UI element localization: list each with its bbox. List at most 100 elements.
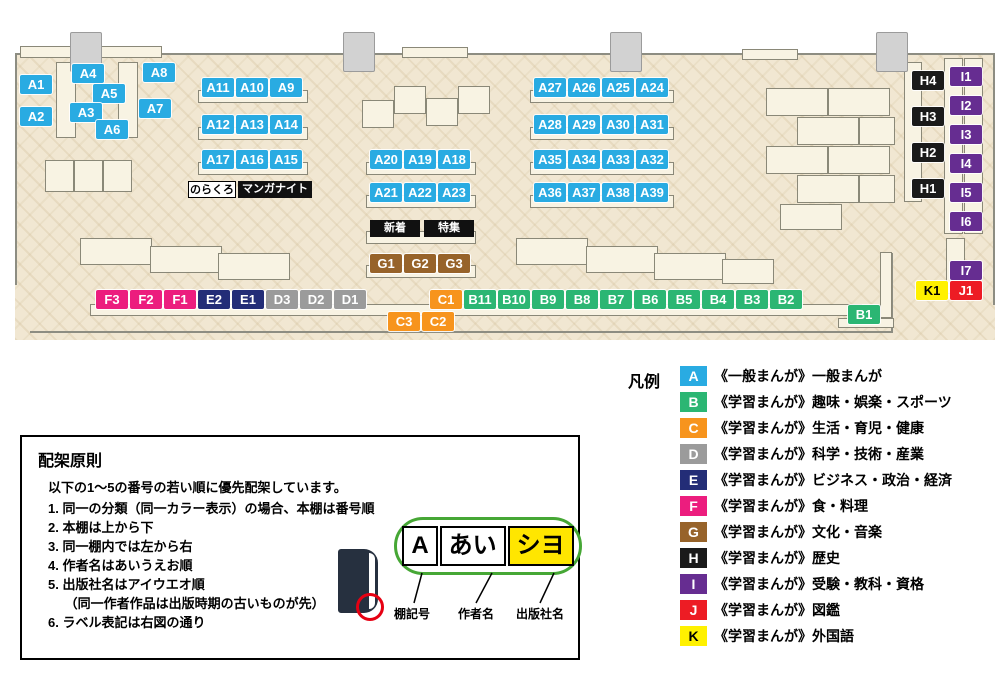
legend-label: 《一般まんが》一般まんが: [714, 368, 882, 384]
legend-item-k: K 《学習まんが》外国語: [680, 626, 997, 646]
wall-segment: [15, 53, 17, 285]
shelf-label-d2: D2: [300, 290, 332, 309]
map-text-label: 新着: [370, 220, 420, 237]
shelf-label-a17: A17: [202, 150, 234, 169]
shelf-label-b6: B6: [634, 290, 666, 309]
legend-item-d: D 《学習まんが》科学・技術・産業: [680, 444, 997, 464]
shelf-label-b3: B3: [736, 290, 768, 309]
label-position-marker-icon: [356, 593, 384, 621]
shelf-label-g2: G2: [404, 254, 436, 273]
shelf-label-a37: A37: [568, 183, 600, 202]
author-name-box: あい: [439, 526, 506, 566]
principle-item-2: 2. 本棚は上から下: [48, 520, 154, 535]
shelf-label-a33: A33: [602, 150, 634, 169]
legend-item-g: G《学習まんが》文化・音楽: [680, 522, 997, 542]
shelf-label-g3: G3: [438, 254, 470, 273]
shelf-label-b11: B11: [464, 290, 496, 309]
shelf-label-i4: I4: [950, 154, 982, 173]
shelf-label-i1: I1: [950, 67, 982, 86]
principle-item-3: 3. 同一棚内では左から右: [48, 539, 193, 554]
shelf-label-a34: A34: [568, 150, 600, 169]
bookshelf: [828, 146, 890, 174]
legend-swatch-k: K: [680, 626, 707, 646]
pillar: [876, 32, 908, 72]
legend-title: 凡例: [628, 374, 661, 391]
bookshelf: [426, 98, 458, 126]
legend-item-b: B 《学習まんが》趣味・娯楽・スポーツ: [680, 392, 997, 412]
shelf-label-i2: I2: [950, 96, 982, 115]
legend-swatch-b: B: [680, 392, 707, 412]
bookshelf: [80, 238, 152, 265]
bookshelf: [402, 47, 468, 58]
shelf-label-a12: A12: [202, 115, 234, 134]
shelf-label-b5: B5: [668, 290, 700, 309]
bookshelf: [103, 160, 132, 192]
bookshelf: [722, 259, 774, 284]
legend-swatch-d: D: [680, 444, 707, 464]
shelf-label-k1: K1: [916, 281, 948, 300]
shelf-label-a6: A6: [96, 120, 128, 139]
legend-swatch-a: A: [680, 366, 707, 386]
shelf-label-a32: A32: [636, 150, 668, 169]
pillar: [343, 32, 375, 72]
shelf-label-a16: A16: [236, 150, 268, 169]
shelf-label-f1: F1: [164, 290, 196, 309]
legend-label: 《学習まんが》科学・技術・産業: [714, 446, 924, 462]
shelf-label-e1: E1: [232, 290, 264, 309]
label-format-diagram: A あい シヨ 棚記号 作者名 出版社名: [22, 437, 582, 658]
publisher-name-box: シヨ: [507, 526, 574, 566]
legend-label: 《学習まんが》食・料理: [714, 498, 868, 514]
principle-item-7: 6. ラベル表記は右図の通り: [48, 615, 206, 630]
shelf-label-h2: H2: [912, 143, 944, 162]
bookshelf: [45, 160, 74, 192]
shelf-label-a19: A19: [404, 150, 436, 169]
bookshelf: [586, 246, 658, 273]
map-text-label: のらくろ: [188, 181, 236, 198]
bookshelf: [766, 88, 828, 116]
bookshelf: [880, 252, 892, 318]
legend-label: 《学習まんが》外国語: [714, 628, 854, 644]
shelf-label-a14: A14: [270, 115, 302, 134]
shelf-label-a2: A2: [20, 107, 52, 126]
shelf-label-a7: A7: [139, 99, 171, 118]
bookshelf: [516, 238, 588, 265]
legend-swatch-e: E: [680, 470, 707, 490]
legend-label: 《学習まんが》趣味・娯楽・スポーツ: [714, 394, 952, 410]
shelf-label-a23: A23: [438, 183, 470, 202]
bookshelf: [780, 204, 842, 230]
shelf-label-b2: B2: [770, 290, 802, 309]
shelf-label-b8: B8: [566, 290, 598, 309]
pillar: [610, 32, 642, 72]
legend-item-a: A 《一般まんが》一般まんが: [680, 366, 997, 386]
principles-title: 配架原則: [38, 453, 103, 470]
shelf-label-a20: A20: [370, 150, 402, 169]
shelf-label-a11: A11: [202, 78, 234, 97]
shelf-label-a9: A9: [270, 78, 302, 97]
caption-shelf-code: 棚記号: [394, 607, 431, 621]
bookshelf: [654, 253, 726, 280]
legend-label: 《学習まんが》受験・教科・資格: [714, 576, 924, 592]
legend-swatch-g: G: [680, 522, 707, 542]
shelf-label-f2: F2: [130, 290, 162, 309]
legend-swatch-c: C: [680, 418, 707, 438]
legend-item-c: C《学習まんが》生活・育児・健康: [680, 418, 997, 438]
shelf-label-h4: H4: [912, 71, 944, 90]
shelf-label-c1: C1: [430, 290, 462, 309]
legend-item-j: J《学習まんが》図鑑: [680, 600, 997, 620]
shelf-label-a21: A21: [370, 183, 402, 202]
shelf-label-a30: A30: [602, 115, 634, 134]
bookshelf: [394, 86, 426, 114]
shelf-label-i7: I7: [950, 261, 982, 280]
legend-item-h: H《学習まんが》歴史: [680, 548, 997, 568]
shelf-label-b1: B1: [848, 305, 880, 324]
shelf-label-b10: B10: [498, 290, 530, 309]
wall-segment: [891, 253, 893, 333]
shelf-label-a31: A31: [636, 115, 668, 134]
legend-swatch-j: J: [680, 600, 707, 620]
legend-rows: A 《一般まんが》一般まんが B 《学習まんが》趣味・娯楽・スポーツ C《学習まんが》生…: [680, 366, 997, 646]
caption-author: 作者名: [458, 607, 495, 621]
shelf-label-a15: A15: [270, 150, 302, 169]
